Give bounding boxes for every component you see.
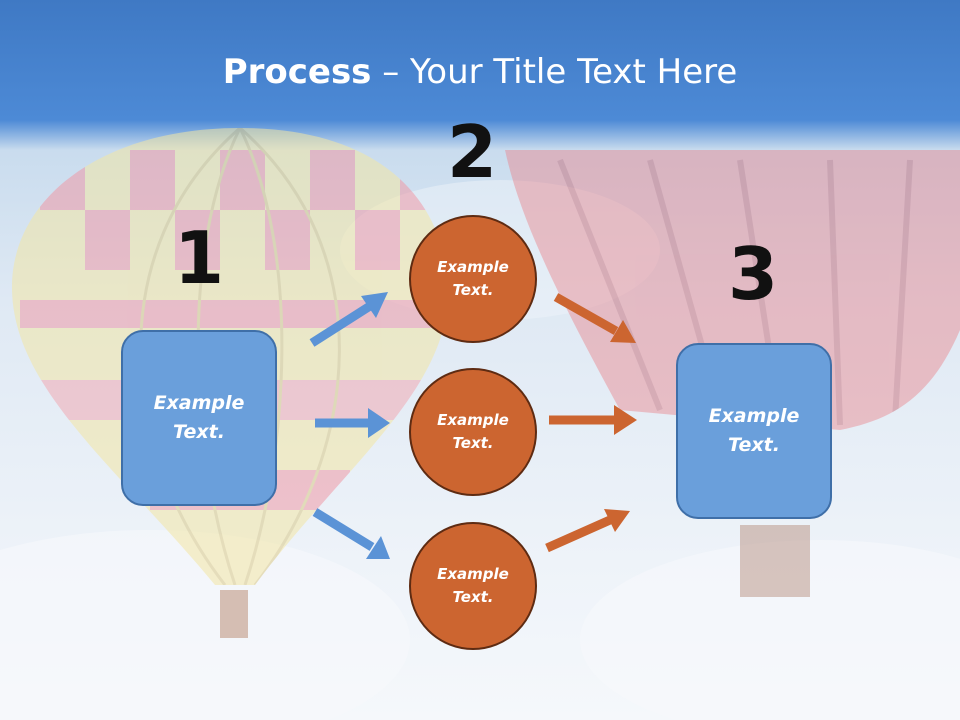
circle-middle-text: Example Text. [437, 411, 509, 452]
step-1-box: Example Text. [121, 330, 277, 506]
step-number-1: 1 [173, 216, 225, 300]
step-2-circle-top: Example Text. [409, 215, 537, 343]
step-2-circle-bottom: Example Text. [409, 522, 537, 650]
step-number-3: 3 [727, 232, 779, 316]
step-2-circle-middle: Example Text. [409, 368, 537, 496]
step-3-box: Example Text. [676, 343, 832, 519]
blue-arrow-up [309, 292, 388, 347]
orange-arrow-up [545, 509, 630, 553]
blue-arrow-down [312, 508, 390, 559]
step-3-box-text: Example Text. [708, 405, 800, 456]
circle-top-text: Example Text. [437, 258, 509, 299]
circle-bottom-text: Example Text. [437, 565, 509, 606]
step-1-box-text: Example Text. [153, 392, 245, 443]
orange-arrow-down [553, 293, 636, 343]
title-bold: Process [222, 52, 372, 92]
blue-arrow-straight [315, 408, 390, 438]
title-rest: – Your Title Text Here [371, 52, 738, 92]
orange-arrow-straight [549, 405, 637, 435]
slide-title: Process – Your Title Text Here [0, 52, 960, 92]
step-number-2: 2 [446, 110, 498, 194]
